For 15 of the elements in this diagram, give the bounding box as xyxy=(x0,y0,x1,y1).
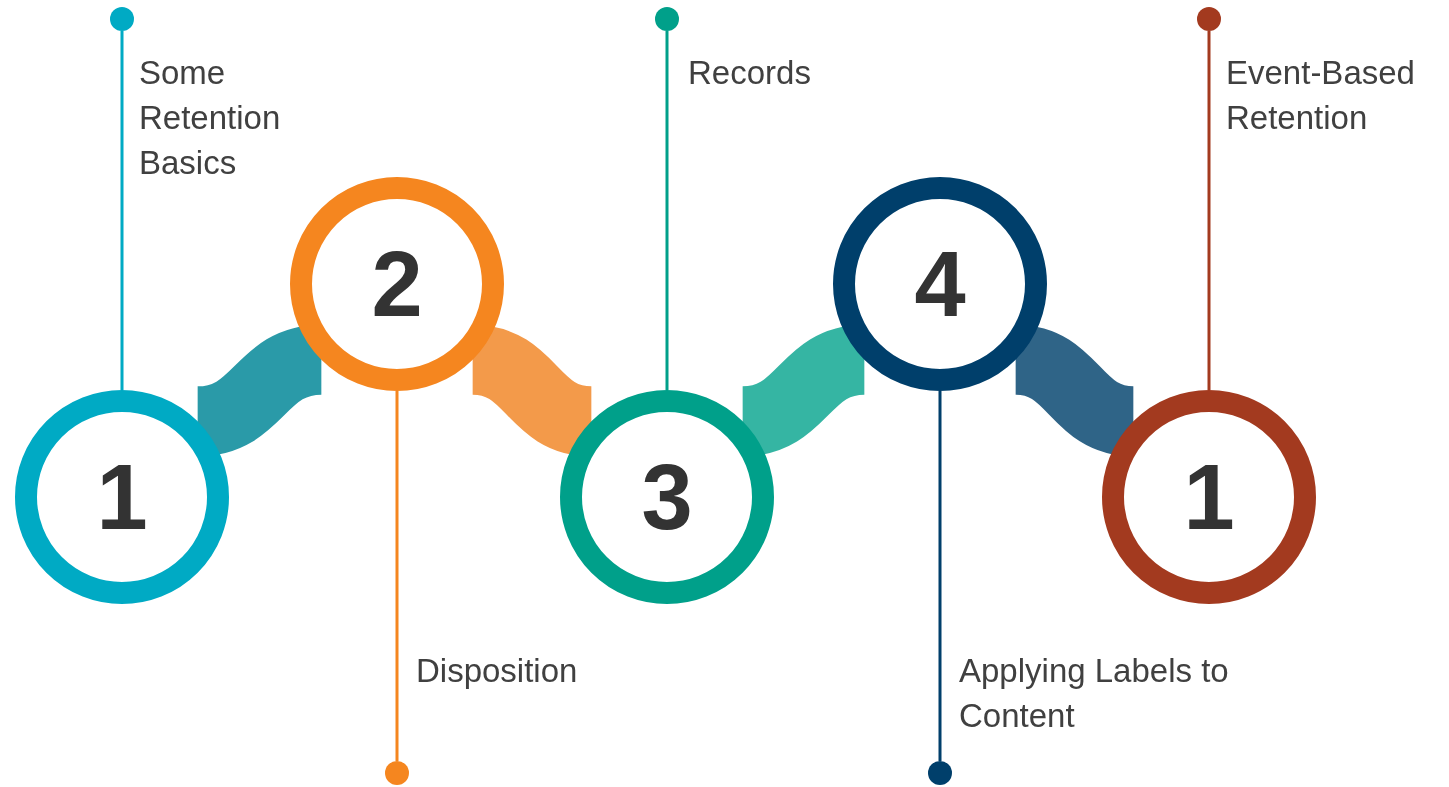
leader-line xyxy=(665,31,669,390)
leader-line xyxy=(120,31,124,390)
step-number: 3 xyxy=(641,451,693,543)
leader-line xyxy=(1207,31,1211,390)
topic-label: Applying Labels to Content xyxy=(959,651,1230,736)
topic-label: Some Retention Basics xyxy=(139,53,282,183)
step-number: 1 xyxy=(96,451,148,543)
topic-label: Records xyxy=(688,53,812,93)
step-number: 2 xyxy=(371,238,423,330)
leader-line xyxy=(938,391,942,761)
leader-line xyxy=(395,391,399,761)
step-number: 1 xyxy=(1183,451,1235,543)
step-number: 4 xyxy=(914,238,966,330)
topic-label: Disposition xyxy=(416,651,579,691)
topic-label: Event-Based Retention xyxy=(1226,53,1416,138)
